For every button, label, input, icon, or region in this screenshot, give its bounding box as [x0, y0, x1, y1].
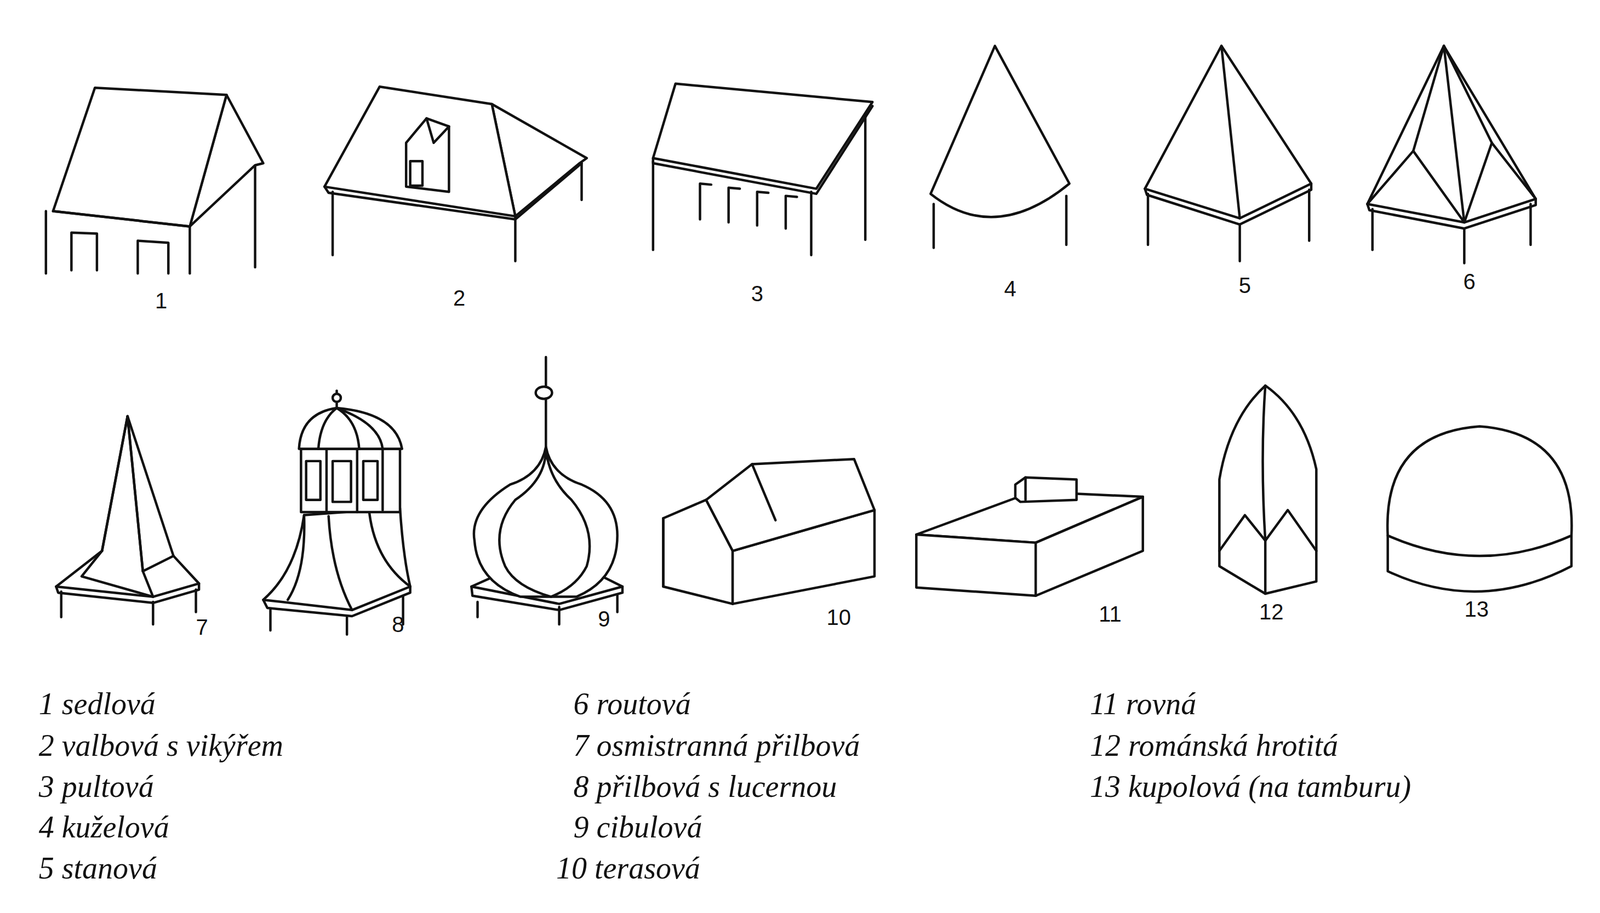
- callout-number: 5: [1238, 272, 1251, 299]
- dome-on-drum: [1387, 426, 1572, 592]
- callout-number: 1: [155, 288, 168, 314]
- flat-roof: [916, 477, 1143, 597]
- helm-roof-with-lantern: [263, 390, 410, 635]
- callout-number: 11: [1098, 601, 1122, 627]
- hip-roof-with-dormer: [324, 86, 587, 261]
- callout-number: 2: [453, 285, 466, 311]
- legend-entry: 13 kupolová (na tamburu): [1089, 769, 1411, 805]
- legend-entry: 11 rovná: [1089, 686, 1197, 722]
- callout-number: 4: [1003, 276, 1016, 302]
- legend-entry: 9 cibulová: [573, 809, 703, 845]
- legend-entry: 8 přilbová s lucernou: [573, 769, 838, 805]
- callout-number: 10: [826, 604, 852, 631]
- callout-number: 6: [1463, 269, 1476, 295]
- shed-roof: [653, 83, 873, 256]
- legend-entry: 10 terasová: [556, 850, 701, 887]
- legend-entry: 7 osmistranná přilbová: [573, 728, 861, 764]
- legend-entry: 5 stanová: [38, 850, 158, 887]
- callout-number: 9: [597, 606, 610, 632]
- conical-roof: [930, 46, 1070, 249]
- legend-entry: 3 pultová: [38, 769, 154, 805]
- octagonal-helm-roof: [55, 416, 199, 625]
- mansard-roof: [663, 459, 874, 604]
- legend-entry: 6 routová: [573, 686, 691, 722]
- callout-number: 12: [1259, 599, 1284, 625]
- callout-number: 7: [196, 614, 209, 640]
- legend-entry: 2 valbová s vikýřem: [38, 728, 284, 764]
- romanesque-pointed-roof: [1219, 385, 1317, 594]
- onion-dome: [471, 357, 623, 625]
- callout-number: 13: [1464, 596, 1489, 622]
- callout-number: 8: [391, 612, 404, 638]
- pyramid-roof: [1144, 46, 1312, 262]
- legend-entry: 1 sedlová: [38, 686, 156, 722]
- rhombic-roof: [1367, 46, 1536, 264]
- gable-roof: [46, 87, 264, 274]
- legend-entry: 12 románská hrotitá: [1089, 728, 1339, 764]
- legend-entry: 4 kuželová: [38, 809, 170, 845]
- callout-number: 3: [751, 281, 764, 307]
